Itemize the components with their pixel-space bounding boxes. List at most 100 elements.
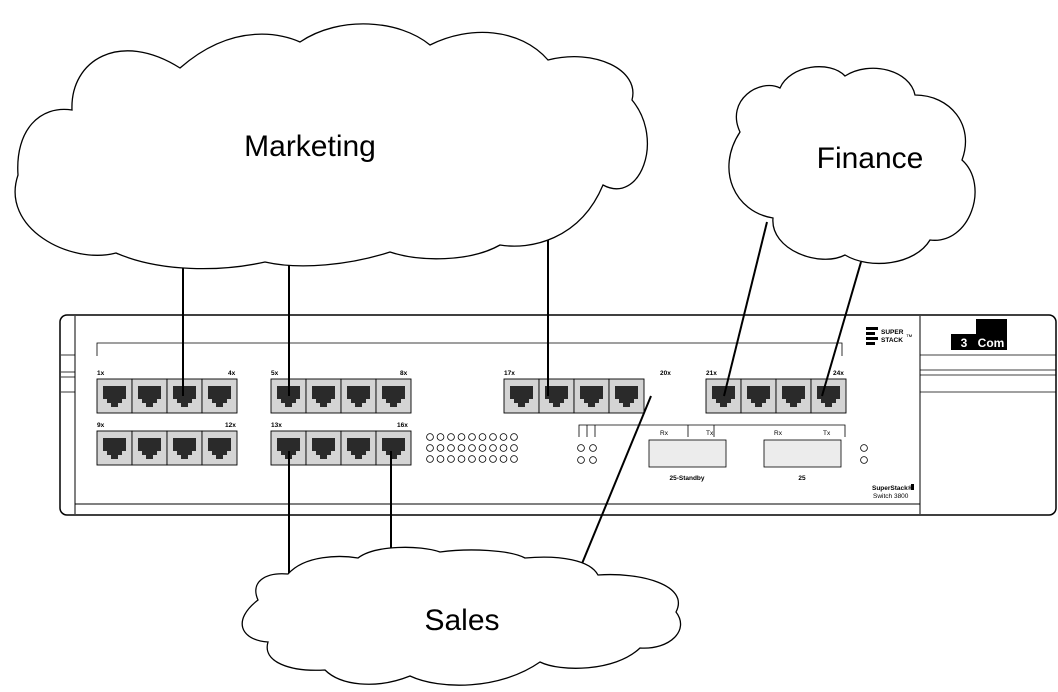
status-led — [478, 433, 487, 441]
cloud-shape — [14, 23, 648, 270]
status-led-grid — [426, 433, 518, 463]
port-label-8x: 8x — [400, 370, 408, 377]
rj45-port-10[interactable] — [131, 430, 168, 466]
port-jack — [208, 438, 231, 459]
model-number: Switch 3800 — [873, 493, 909, 500]
sfp-tx-label: Tx — [706, 430, 714, 437]
sfp-rx-label: Rx — [774, 430, 783, 437]
rj45-port-4[interactable] — [201, 378, 238, 414]
cloud-shape — [241, 546, 682, 686]
uplink-led — [577, 444, 585, 452]
status-led — [457, 455, 466, 463]
status-led — [447, 455, 455, 463]
rj45-port-16[interactable] — [375, 430, 412, 466]
port-jack — [173, 386, 196, 407]
status-led — [478, 444, 487, 452]
superstack-trademark: ™ — [906, 334, 913, 341]
cloud-shape — [728, 66, 976, 265]
rj45-port-24[interactable] — [810, 378, 847, 414]
port-jack — [312, 386, 335, 407]
status-led — [499, 433, 508, 441]
port-jack — [277, 386, 300, 407]
connection-sales-port20 — [580, 395, 652, 567]
rj45-port-3[interactable] — [166, 378, 203, 414]
status-led — [510, 444, 518, 452]
port-label-24x: 24x — [833, 370, 844, 377]
status-led — [499, 455, 508, 463]
port-label-9x: 9x — [97, 422, 105, 429]
rj45-port-1[interactable] — [96, 378, 133, 414]
status-led — [468, 444, 476, 452]
system-led — [860, 444, 868, 452]
status-led — [468, 433, 476, 441]
port-jack — [782, 386, 805, 407]
vendor-name: Com — [978, 336, 1005, 350]
rj45-port-14[interactable] — [305, 430, 342, 466]
sfp-tx-label: Tx — [823, 430, 831, 437]
model-name: SuperStack® — [872, 484, 913, 492]
rj45-port-11[interactable] — [166, 430, 203, 466]
rj45-port-22[interactable] — [740, 378, 777, 414]
status-led — [510, 433, 518, 441]
uplink-bracket — [578, 424, 846, 437]
connection-finance-port21 — [723, 221, 768, 397]
rj45-port-18[interactable] — [538, 378, 575, 414]
rj45-port-7[interactable] — [340, 378, 377, 414]
status-led — [457, 444, 466, 452]
port-jack — [347, 438, 370, 459]
rj45-port-17[interactable] — [503, 378, 540, 414]
status-led — [489, 455, 497, 463]
vlan-cloud-marketing: Marketing — [14, 23, 648, 270]
status-led — [478, 455, 487, 463]
port-label-13x: 13x — [271, 422, 282, 429]
ports-layer — [96, 378, 847, 466]
status-led — [436, 444, 445, 452]
status-led — [457, 433, 466, 441]
rj45-port-21[interactable] — [705, 378, 742, 414]
port-jack — [615, 386, 638, 407]
rj45-port-8[interactable] — [375, 378, 412, 414]
port-label-4x: 4x — [228, 370, 236, 377]
port-jack — [580, 386, 603, 407]
status-led — [426, 444, 434, 452]
rj45-port-20[interactable] — [608, 378, 645, 414]
port-group-bracket — [96, 342, 843, 356]
connection-finance-port24 — [821, 261, 862, 397]
status-led — [426, 433, 434, 441]
superstack-logo: SUPER STACK ™ — [866, 327, 913, 345]
port-label-21x: 21x — [706, 370, 717, 377]
rj45-port-9[interactable] — [96, 430, 133, 466]
port-label-5x: 5x — [271, 370, 279, 377]
status-led — [468, 455, 476, 463]
port-jack — [312, 438, 335, 459]
rj45-port-6[interactable] — [305, 378, 342, 414]
status-led — [436, 455, 445, 463]
status-led — [510, 455, 518, 463]
port-jack — [382, 438, 405, 459]
port-jack — [277, 438, 300, 459]
status-led — [499, 444, 508, 452]
sfp-slot-standby[interactable] — [648, 439, 727, 468]
port-jack — [138, 438, 161, 459]
system-led — [860, 456, 868, 464]
rj45-port-15[interactable] — [340, 430, 377, 466]
status-led — [447, 433, 455, 441]
rj45-port-19[interactable] — [573, 378, 610, 414]
rj45-port-23[interactable] — [775, 378, 812, 414]
cloud-label-sales: Sales — [424, 604, 499, 637]
port-label-12x: 12x — [225, 422, 236, 429]
sfp-slot-25[interactable] — [763, 439, 842, 468]
uplink-area: Rx Tx Rx Tx 25-Standby 25 — [577, 424, 868, 482]
vlan-cloud-sales: Sales — [241, 546, 682, 686]
port-jack — [545, 386, 568, 407]
port-jack — [173, 438, 196, 459]
rj45-port-12[interactable] — [201, 430, 238, 466]
status-led — [426, 455, 434, 463]
port-jack — [747, 386, 770, 407]
sfp-standby-label: 25-Standby — [669, 475, 704, 482]
rj45-port-2[interactable] — [131, 378, 168, 414]
port-jack — [103, 438, 126, 459]
port-jack — [510, 386, 533, 407]
port-label-16x: 16x — [397, 422, 408, 429]
